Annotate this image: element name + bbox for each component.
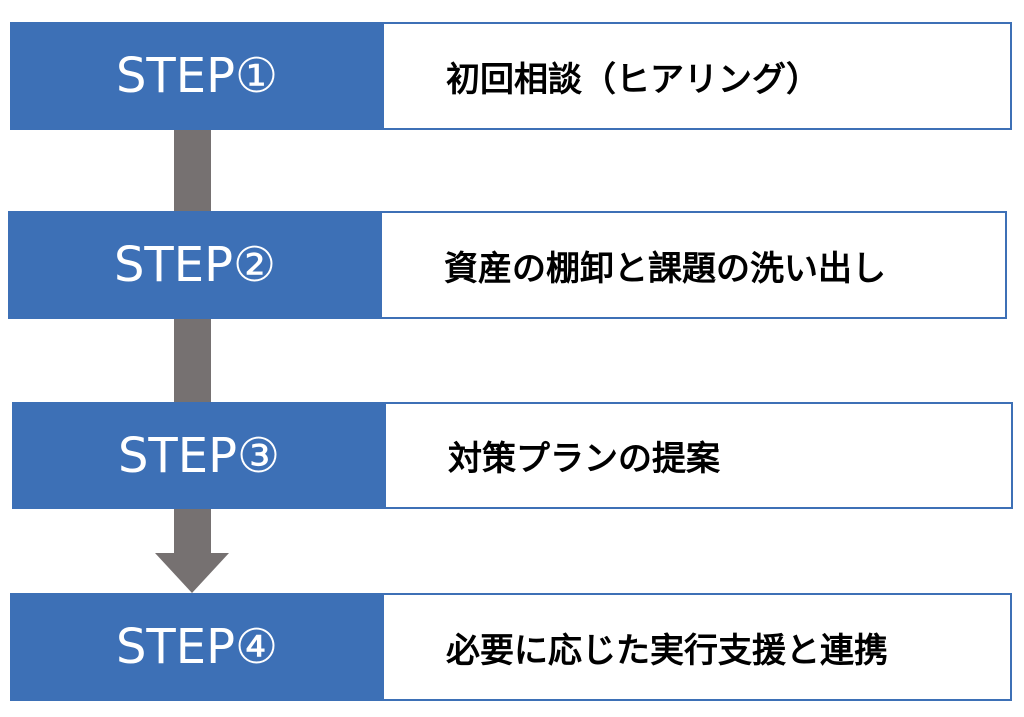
flow-step-3: STEP③ 対策プランの提案 — [12, 402, 1013, 509]
connector-2-3 — [174, 318, 211, 404]
step-description: 対策プランの提案 — [386, 402, 1013, 509]
down-arrow-icon — [155, 553, 229, 593]
step-label: STEP③ — [12, 402, 386, 509]
step-description: 資産の棚卸と課題の洗い出し — [382, 211, 1007, 319]
step-description: 必要に応じた実行支援と連携 — [384, 593, 1012, 701]
connector-3-4 — [174, 508, 211, 556]
step-label: STEP① — [10, 22, 384, 130]
step-description: 初回相談（ヒアリング） — [384, 22, 1012, 130]
flow-step-1: STEP① 初回相談（ヒアリング） — [10, 22, 1012, 130]
step-label: STEP② — [8, 211, 382, 319]
step-label: STEP④ — [10, 593, 384, 701]
flow-step-4: STEP④ 必要に応じた実行支援と連携 — [10, 593, 1012, 701]
connector-1-2 — [174, 129, 211, 213]
flow-step-2: STEP② 資産の棚卸と課題の洗い出し — [8, 211, 1007, 319]
